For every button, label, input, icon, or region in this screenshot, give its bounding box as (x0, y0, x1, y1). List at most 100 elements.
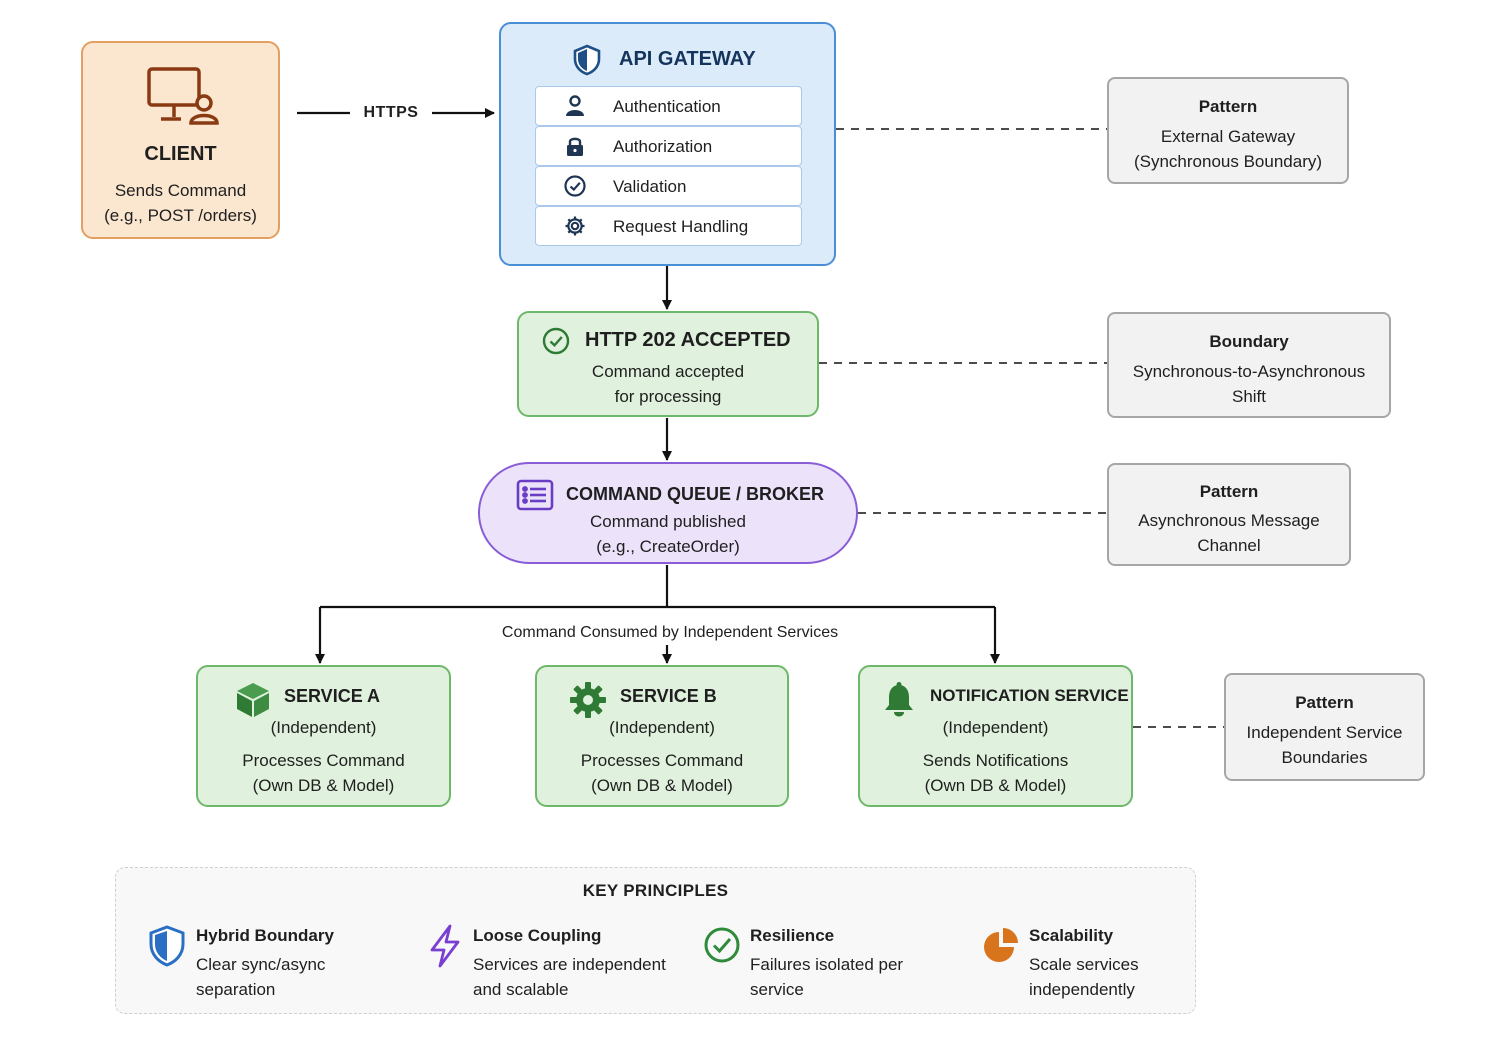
command-queue-box[interactable]: COMMAND QUEUE / BROKER Command published… (478, 462, 858, 564)
accepted-description: Command accepted for processing (519, 359, 817, 409)
queue-desc-line: Command published (590, 512, 746, 531)
service-desc-line: Sends Notifications (922, 751, 1069, 770)
key-principles-panel: KEY PRINCIPLES Hybrid Boundary Clear syn… (115, 867, 1196, 1014)
gateway-pattern-note: Pattern External Gateway (Synchronous Bo… (1107, 77, 1349, 184)
note-description: Independent Service Boundaries (1226, 720, 1423, 770)
user-icon (566, 95, 584, 116)
principle-heading: Loose Coupling (473, 926, 602, 945)
note-description: External Gateway (Synchronous Boundary) (1109, 124, 1347, 174)
gateway-item-label: Authentication (613, 97, 721, 116)
principle-line: separation (196, 980, 276, 999)
api-gateway-header: API GATEWAY (501, 44, 834, 76)
https-label: HTTPS (363, 104, 419, 121)
principle-line: and scalable (473, 980, 569, 999)
note-line: Asynchronous Message (1138, 511, 1320, 530)
api-gateway-box[interactable]: API GATEWAY Authentication Authorization… (499, 22, 836, 266)
check-circle-icon (542, 327, 570, 355)
notification-service-box[interactable]: NOTIFICATION SERVICE (Independent) Sends… (858, 665, 1133, 807)
check-circle-icon (564, 175, 586, 197)
principle-description: Clear sync/async separation (196, 952, 411, 1002)
accepted-desc-line: Command accepted (591, 362, 745, 381)
accepted-title: HTTP 202 ACCEPTED (585, 329, 791, 351)
check-circle-icon (704, 927, 740, 963)
note-title: Pattern (1295, 693, 1354, 712)
gear-icon (570, 682, 606, 718)
principle-loose-coupling: Loose Coupling Services are independent … (426, 924, 686, 1004)
gateway-item-validation[interactable]: Validation (535, 166, 802, 206)
service-desc-line: Processes Command (580, 751, 744, 770)
principle-description: Scale services independently (1029, 952, 1244, 1002)
principle-line: Services are independent (473, 955, 666, 974)
queue-desc-line: (e.g., CreateOrder) (596, 537, 740, 556)
principle-line: independently (1029, 980, 1135, 999)
client-description: Sends Command (e.g., POST /orders) (83, 178, 278, 228)
gateway-item-request-handling[interactable]: Request Handling (535, 206, 802, 246)
shield-icon (149, 925, 185, 967)
list-icon (516, 479, 554, 511)
boundary-note: Boundary Synchronous-to-Asynchronous Shi… (1107, 312, 1391, 418)
note-title: Pattern (1198, 97, 1258, 116)
note-description: Synchronous-to-Asynchronous Shift (1109, 359, 1389, 409)
client-desc-line: (e.g., POST /orders) (104, 206, 257, 225)
principle-hybrid-boundary: Hybrid Boundary Clear sync/async separat… (149, 924, 409, 1004)
principle-heading: Scalability (1029, 926, 1114, 945)
note-line: External Gateway (1160, 127, 1296, 146)
note-title: Pattern (1199, 482, 1259, 501)
monitor-user-icon (147, 67, 219, 125)
services-pattern-note: Pattern Independent Service Boundaries (1224, 673, 1425, 781)
service-subtitle: (Independent) (609, 718, 715, 737)
principle-description: Services are independent and scalable (473, 952, 688, 1002)
gateway-item-label: Request Handling (613, 217, 749, 236)
client-title: CLIENT (144, 143, 217, 165)
service-b-box[interactable]: SERVICE B (Independent) Processes Comman… (535, 665, 789, 807)
principle-line: Failures isolated per (750, 955, 904, 974)
client-box[interactable]: CLIENT Sends Command (e.g., POST /orders… (81, 41, 280, 239)
principle-line: service (750, 980, 804, 999)
service-desc-line: (Own DB & Model) (252, 776, 395, 795)
service-desc-line: (Own DB & Model) (591, 776, 733, 795)
pie-chart-icon (984, 928, 1018, 962)
lightning-icon (430, 924, 460, 968)
accepted-desc-line: for processing (614, 387, 722, 406)
note-line: Boundaries (1281, 748, 1368, 767)
client-desc-line: Sends Command (114, 181, 247, 200)
service-title: SERVICE A (284, 686, 381, 706)
note-line: Shift (1231, 387, 1267, 406)
gateway-item-authentication[interactable]: Authentication (535, 86, 802, 126)
service-subtitle: (Independent) (942, 718, 1049, 737)
gateway-item-label: Validation (613, 177, 687, 196)
principle-description: Failures isolated per service (750, 952, 965, 1002)
principle-heading: Hybrid Boundary (196, 926, 334, 945)
principle-scalability: Scalability Scale services independently (982, 924, 1242, 1004)
shield-icon (573, 44, 601, 76)
service-description: Processes Command (Own DB & Model) (537, 748, 787, 798)
gateway-item-label: Authorization (613, 137, 713, 156)
principle-line: Scale services (1029, 955, 1139, 974)
http-202-accepted-box[interactable]: HTTP 202 ACCEPTED Command accepted for p… (517, 311, 819, 417)
service-a-box[interactable]: SERVICE A (Independent) Processes Comman… (196, 665, 451, 807)
lock-icon (567, 137, 583, 156)
service-description: Sends Notifications (Own DB & Model) (860, 748, 1131, 798)
consumed-label: Command Consumed by Independent Services (501, 624, 839, 641)
note-line: Channel (1197, 536, 1261, 555)
queue-title: COMMAND QUEUE / BROKER (566, 484, 825, 504)
queue-pattern-note: Pattern Asynchronous Message Channel (1107, 463, 1351, 566)
service-title: NOTIFICATION SERVICE (930, 686, 1129, 705)
note-title: Boundary (1209, 332, 1289, 351)
note-line: (Synchronous Boundary) (1133, 152, 1323, 171)
principle-resilience: Resilience Failures isolated per service (703, 924, 963, 1004)
gateway-item-authorization[interactable]: Authorization (535, 126, 802, 166)
api-gateway-title: API GATEWAY (619, 48, 756, 70)
key-principles-title: KEY PRINCIPLES (582, 881, 729, 900)
bell-icon (885, 682, 913, 717)
gear-icon (565, 216, 585, 236)
service-desc-line: Processes Command (242, 751, 405, 770)
service-desc-line: (Own DB & Model) (924, 776, 1067, 795)
service-title: SERVICE B (620, 686, 717, 706)
cube-icon (237, 683, 269, 717)
service-subtitle: (Independent) (270, 718, 377, 737)
queue-description: Command published (e.g., CreateOrder) (480, 509, 856, 559)
note-line: Synchronous-to-Asynchronous (1132, 362, 1366, 381)
note-line: Independent Service (1246, 723, 1403, 742)
note-description: Asynchronous Message Channel (1109, 508, 1349, 558)
